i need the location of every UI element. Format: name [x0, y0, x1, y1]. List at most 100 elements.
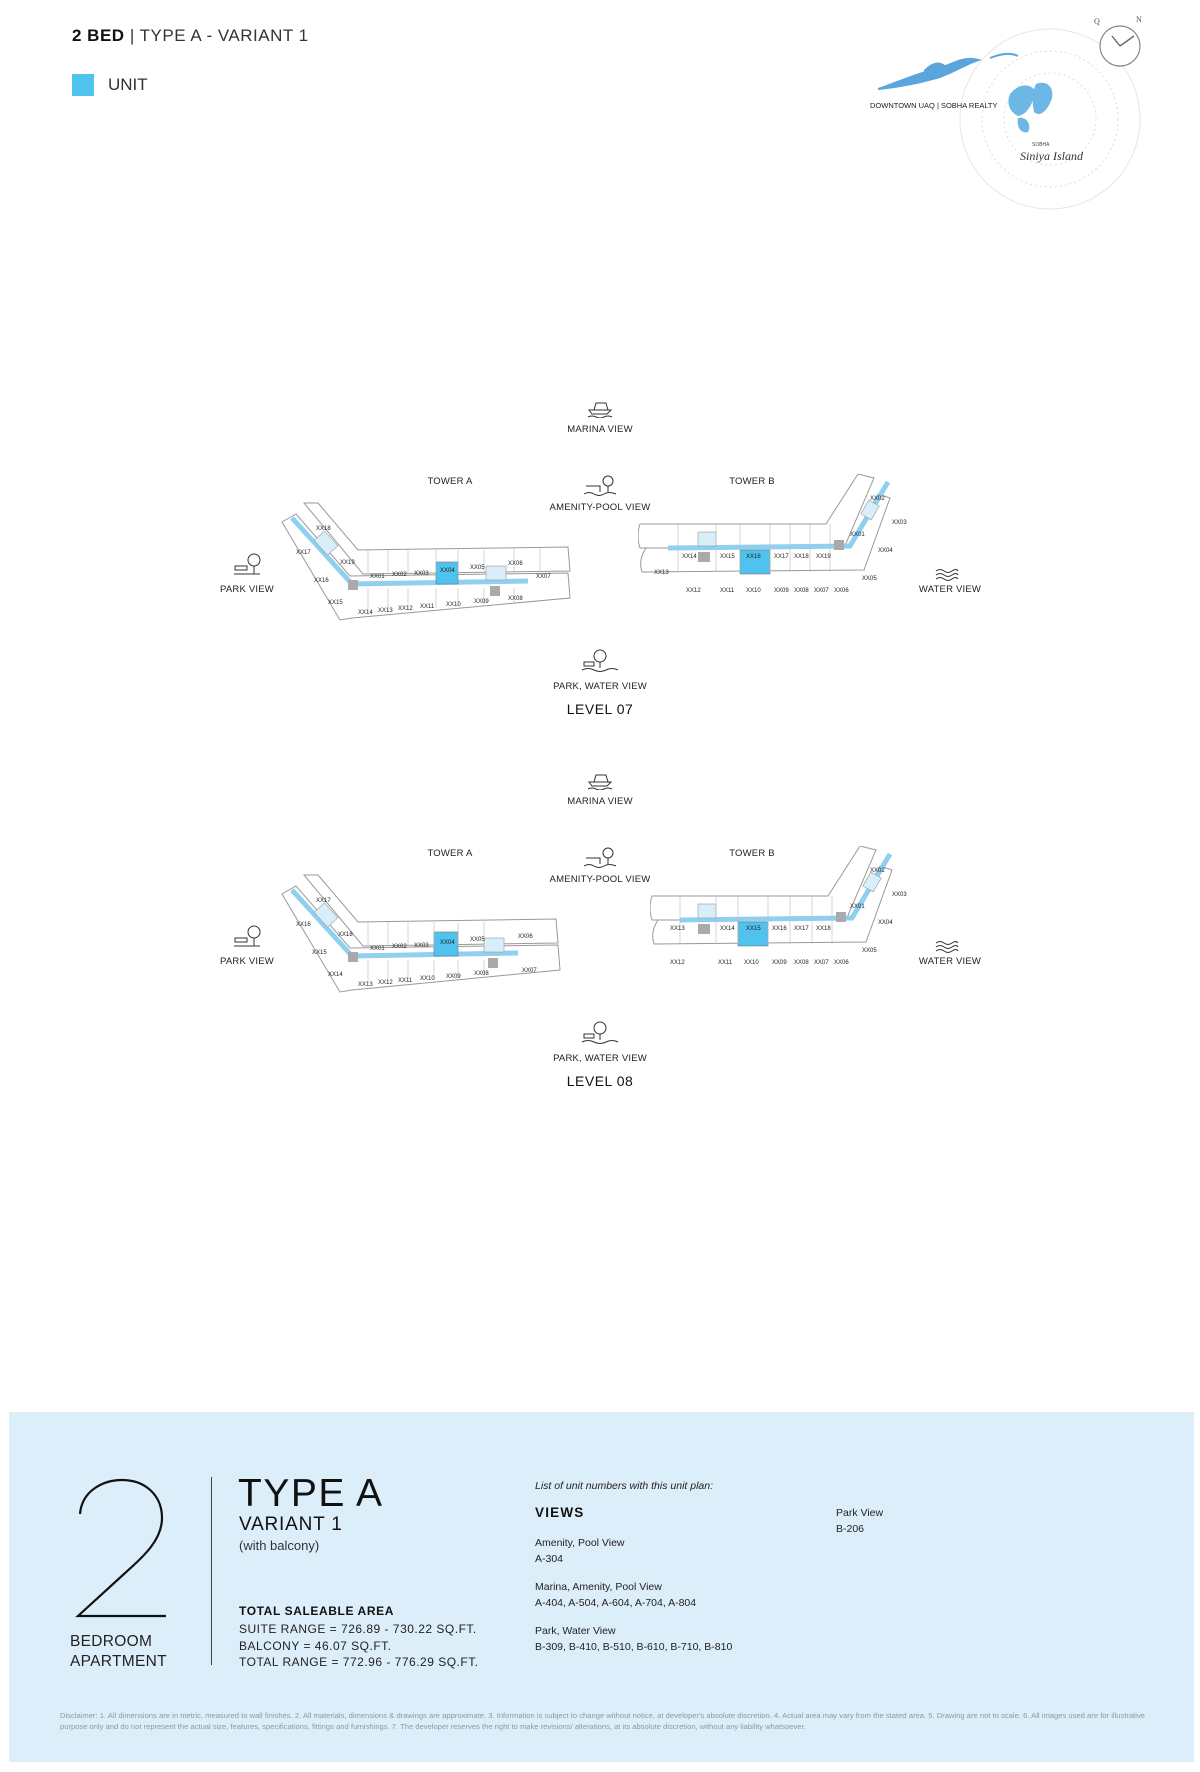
svg-text:XX02: XX02: [392, 944, 407, 950]
unit-variant: VARIANT 1: [239, 1514, 343, 1535]
svg-text:XX13: XX13: [358, 982, 373, 988]
key-map-logo: DOWNTOWN UAQ | SOBHA REALTY SOBHA Siniya…: [870, 28, 1141, 210]
svg-text:N: N: [1136, 15, 1142, 24]
tower-b-plan-level-08: XX02 XX03 XX01 XX04 XX13 XX14 XX15 XX16 …: [650, 846, 907, 966]
marina-view-label: MARINA VIEW: [567, 424, 633, 435]
summary-panel: [9, 1412, 1194, 1762]
view-group: Park View B-206: [836, 1507, 884, 1535]
balcony-note: (with balcony): [239, 1538, 320, 1553]
svg-text:XX11: XX11: [398, 978, 413, 984]
park-view-label: PARK VIEW: [220, 584, 274, 595]
svg-text:XX15: XX15: [328, 600, 343, 606]
svg-text:XX03: XX03: [892, 520, 907, 526]
view-group: Marina, Amenity, Pool View A-404, A-504,…: [535, 1581, 697, 1609]
svg-text:XX09: XX09: [446, 974, 461, 980]
svg-text:XX01: XX01: [370, 946, 385, 952]
tower-b-plan-level-07: XX02 XX03 XX01 XX04 XX14 XX15 XX16 XX17 …: [638, 474, 907, 594]
svg-text:XX03: XX03: [414, 943, 429, 949]
svg-text:XX09: XX09: [474, 599, 489, 605]
divider: [211, 1477, 212, 1665]
park-bench-icon: [234, 553, 261, 575]
svg-text:XX07: XX07: [536, 574, 551, 580]
svg-text:XX08: XX08: [474, 971, 489, 977]
water-waves-icon: [935, 569, 959, 581]
svg-text:XX12: XX12: [398, 606, 413, 612]
svg-text:XX12: XX12: [670, 960, 685, 966]
svg-text:XX06: XX06: [834, 960, 849, 966]
svg-text:XX02: XX02: [870, 868, 885, 874]
svg-text:XX13: XX13: [654, 570, 669, 576]
svg-text:XX04: XX04: [878, 548, 893, 554]
balcony-area: BALCONY = 46.07 SQ.FT.: [239, 1638, 392, 1653]
svg-text:XX07: XX07: [814, 960, 829, 966]
svg-text:XX03: XX03: [414, 571, 429, 577]
svg-text:XX11: XX11: [420, 604, 435, 610]
svg-text:XX04: XX04: [440, 568, 455, 574]
svg-text:XX18: XX18: [794, 554, 809, 560]
view-group: Amenity, Pool View A-304: [535, 1537, 625, 1565]
type-variant-label: | TYPE A - VARIANT 1: [129, 26, 309, 45]
tower-a-plan-level-08: XX17 XX16 XX18 XX15 XX01 XX02 XX03 XX04 …: [281, 874, 561, 993]
tower-a-label: TOWER A: [427, 476, 473, 487]
brand-script: Siniya Island: [1020, 149, 1084, 163]
water-view-label: WATER VIEW: [918, 956, 982, 967]
park-bench-icon: [234, 925, 261, 947]
svg-text:XX14: XX14: [328, 972, 343, 978]
svg-text:XX14: XX14: [682, 554, 697, 560]
svg-text:XX09: XX09: [772, 960, 787, 966]
legend-swatch: [72, 74, 94, 96]
svg-text:XX16: XX16: [746, 554, 761, 560]
tower-b-label: TOWER B: [729, 848, 775, 859]
svg-text:XX05: XX05: [470, 937, 485, 943]
svg-text:XX01: XX01: [370, 574, 385, 580]
svg-text:XX08: XX08: [794, 960, 809, 966]
views-heading: VIEWS: [535, 1505, 585, 1520]
legend-label: UNIT: [108, 75, 148, 94]
svg-text:XX09: XX09: [774, 588, 789, 594]
svg-text:XX15: XX15: [312, 950, 327, 956]
svg-text:XX06: XX06: [508, 561, 523, 567]
park-water-view-label: PARK, WATER VIEW: [553, 681, 647, 692]
svg-text:XX05: XX05: [862, 576, 877, 582]
svg-text:XX02: XX02: [870, 496, 885, 502]
park-water-view-label: PARK, WATER VIEW: [553, 1053, 647, 1064]
svg-text:XX08: XX08: [508, 596, 523, 602]
svg-text:XX05: XX05: [470, 565, 485, 571]
tower-a-plan-level-07: XX18 XX17 XX19 XX16 XX01 XX02 XX03 XX04 …: [281, 502, 571, 621]
svg-text:XX16: XX16: [772, 926, 787, 932]
svg-text:XX12: XX12: [378, 980, 393, 986]
bed-count-label: 2 BED: [72, 26, 125, 45]
pool-amenity-icon: [583, 475, 617, 496]
bedroom-count-numeral: [75, 1478, 166, 1618]
svg-text:XX04: XX04: [878, 920, 893, 926]
park-view-label: PARK VIEW: [220, 956, 274, 967]
svg-text:XX17: XX17: [794, 926, 809, 932]
svg-text:XX18: XX18: [338, 932, 353, 938]
page-title: 2 BED | TYPE A - VARIANT 1: [72, 26, 309, 46]
svg-text:XX03: XX03: [892, 892, 907, 898]
unit-list-heading: List of unit numbers with this unit plan…: [535, 1480, 714, 1492]
total-saleable-area-heading: TOTAL SALEABLE AREA: [239, 1604, 394, 1618]
svg-text:XX07: XX07: [522, 968, 537, 974]
svg-text:XX14: XX14: [720, 926, 735, 932]
svg-text:XX11: XX11: [720, 588, 735, 594]
tower-a-label: TOWER A: [427, 848, 473, 859]
disclaimer: Disclaimer: 1. All dimensions are in met…: [60, 1711, 1145, 1731]
svg-text:XX17: XX17: [296, 550, 311, 556]
svg-text:XX10: XX10: [744, 960, 759, 966]
svg-text:XX12: XX12: [686, 588, 701, 594]
svg-text:XX18: XX18: [316, 526, 331, 532]
svg-text:XX15: XX15: [720, 554, 735, 560]
svg-text:XX17: XX17: [774, 554, 789, 560]
compass-icon: Q N: [1094, 15, 1142, 67]
park-water-icon: [581, 649, 619, 672]
boat-icon: [587, 402, 613, 418]
svg-text:XX01: XX01: [850, 532, 865, 538]
suite-range: SUITE RANGE = 726.89 - 730.22 SQ.FT.: [239, 1622, 477, 1636]
tower-b-label: TOWER B: [729, 476, 775, 487]
svg-text:XX13: XX13: [378, 608, 393, 614]
svg-text:XX16: XX16: [296, 922, 311, 928]
amenity-pool-view-label: AMENITY-POOL VIEW: [549, 874, 651, 885]
brand-small: SOBHA: [1032, 142, 1050, 148]
svg-text:XX17: XX17: [316, 898, 331, 904]
